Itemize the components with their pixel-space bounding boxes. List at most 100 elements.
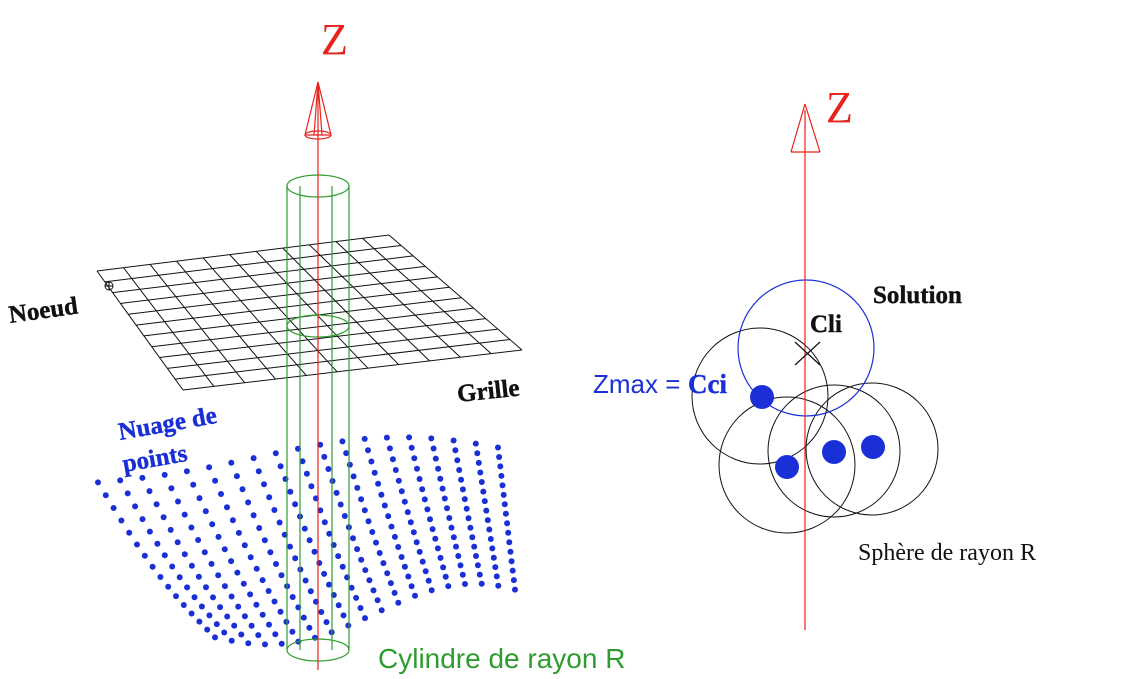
cloud-point — [495, 582, 502, 589]
cloud-point — [361, 507, 368, 514]
cloud-point — [202, 508, 209, 515]
cloud-point — [469, 534, 476, 541]
cloud-point — [439, 485, 446, 492]
cloud-point — [153, 501, 160, 508]
sphere-4 — [805, 382, 939, 516]
cloud-point — [378, 607, 385, 614]
cloud-point — [262, 641, 268, 648]
cloud-point — [427, 516, 433, 523]
z-axis-right-label: Z — [826, 83, 853, 132]
cloud-point — [335, 602, 342, 609]
cloud-point — [311, 548, 318, 555]
cloud-point — [272, 631, 279, 638]
node-marker — [104, 281, 114, 291]
cloud-point — [467, 524, 474, 531]
cloud-point — [456, 467, 463, 473]
cloud-point — [484, 517, 491, 524]
cloud-point — [343, 450, 350, 457]
cloud-point — [287, 488, 294, 495]
cloud-point — [272, 450, 279, 457]
cloud-point — [213, 621, 220, 628]
cloud-point — [404, 509, 411, 516]
cloud-point — [341, 513, 348, 519]
cloud-label-line1: Nuage de — [116, 402, 218, 446]
grid-line — [96, 234, 390, 272]
cloud-point — [424, 506, 431, 513]
cloud-point — [461, 496, 468, 503]
cloud-point — [233, 473, 240, 480]
cloud-point — [459, 571, 466, 578]
cloud-point — [380, 560, 387, 567]
cloud-point — [196, 618, 203, 625]
cloud-point — [350, 535, 356, 542]
cloud-point — [455, 553, 462, 559]
cloud-point — [235, 603, 242, 610]
cloud-label-line2: points — [120, 440, 189, 478]
cloud-point — [245, 499, 252, 506]
zmax-label: Zmax = — [593, 369, 680, 399]
cloud-point — [376, 550, 383, 556]
cloud-point — [180, 602, 187, 608]
cloud-point — [316, 560, 323, 566]
cloud-point — [340, 612, 347, 619]
sphere-3 — [767, 384, 901, 518]
grid-line — [175, 339, 510, 380]
cloud-point — [375, 480, 382, 487]
cloud-point — [408, 444, 415, 451]
cloud-point — [346, 461, 353, 468]
grid-plane — [96, 234, 523, 391]
grid-line — [104, 244, 402, 283]
cloud-point — [292, 501, 299, 508]
cloud-point — [481, 498, 488, 505]
cloud-point — [161, 552, 168, 559]
cloud-point — [256, 525, 263, 531]
cloud-point — [234, 569, 241, 576]
cloud-point — [271, 507, 278, 513]
cloud-point — [370, 587, 377, 594]
cloud-point — [190, 481, 197, 488]
cloud-point — [348, 584, 355, 591]
cloud-point — [209, 521, 216, 528]
cloud-point — [308, 483, 315, 490]
cloud-point — [490, 554, 497, 561]
cloud-point — [183, 468, 190, 475]
cloud-point — [442, 573, 449, 580]
cloud-point — [437, 554, 444, 561]
cloud-point — [407, 519, 414, 526]
cloud-point — [357, 605, 364, 611]
z-axis-left — [304, 81, 332, 670]
cloud-point — [312, 634, 318, 641]
grid-line — [182, 349, 523, 391]
cloud-point — [497, 463, 504, 470]
cloud-point — [228, 558, 235, 565]
cloud-point — [435, 465, 442, 472]
cloud-point — [165, 583, 172, 590]
cloud-point — [483, 507, 490, 514]
cloud-point — [366, 577, 373, 584]
cloud-point — [478, 479, 485, 485]
cloud-point — [238, 631, 245, 638]
cloud-point — [395, 544, 402, 550]
cloud-point — [208, 560, 215, 567]
cloud-point — [333, 489, 340, 496]
cloud-point — [389, 456, 396, 463]
cloud-point — [421, 496, 428, 503]
cloud-point — [317, 441, 324, 448]
cloud-point — [486, 526, 493, 533]
cloud-point — [191, 594, 198, 601]
cloud-point — [250, 512, 257, 519]
cloud-point — [198, 603, 205, 610]
cloud-point — [387, 580, 394, 587]
cloud-point — [255, 468, 262, 475]
cloud-point — [510, 577, 517, 584]
cloud-point — [277, 463, 284, 470]
cloud-point — [416, 548, 423, 555]
cloud-point — [267, 549, 274, 556]
sphere-1 — [691, 327, 829, 465]
sphere-2 — [718, 396, 856, 534]
cloud-point — [413, 539, 420, 546]
cloud-point — [508, 558, 515, 565]
cloud-point — [306, 624, 313, 631]
